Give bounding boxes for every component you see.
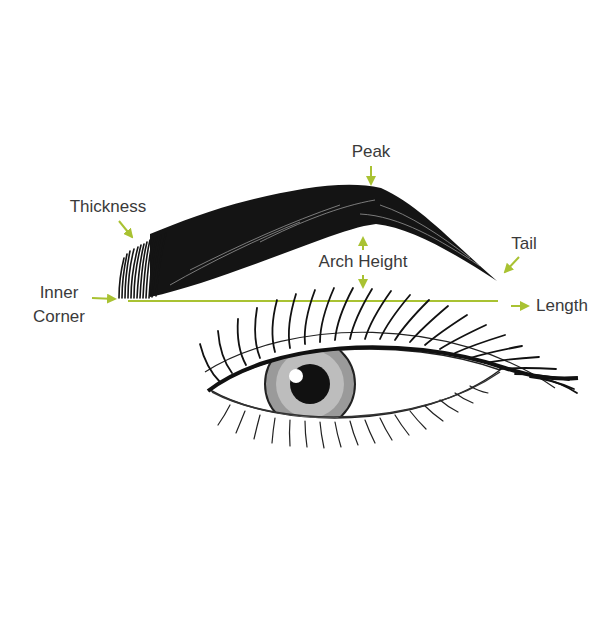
arch-height-label: Arch Height [319, 250, 408, 274]
length-label: Length [536, 294, 588, 318]
eye [200, 288, 578, 448]
thickness-label: Thickness [70, 195, 147, 219]
guide-lines [92, 166, 528, 306]
tail-label: Tail [511, 232, 537, 256]
peak-label: Peak [352, 140, 391, 164]
eyebrow [119, 185, 497, 298]
inner-corner-label: Inner Corner [27, 281, 91, 329]
